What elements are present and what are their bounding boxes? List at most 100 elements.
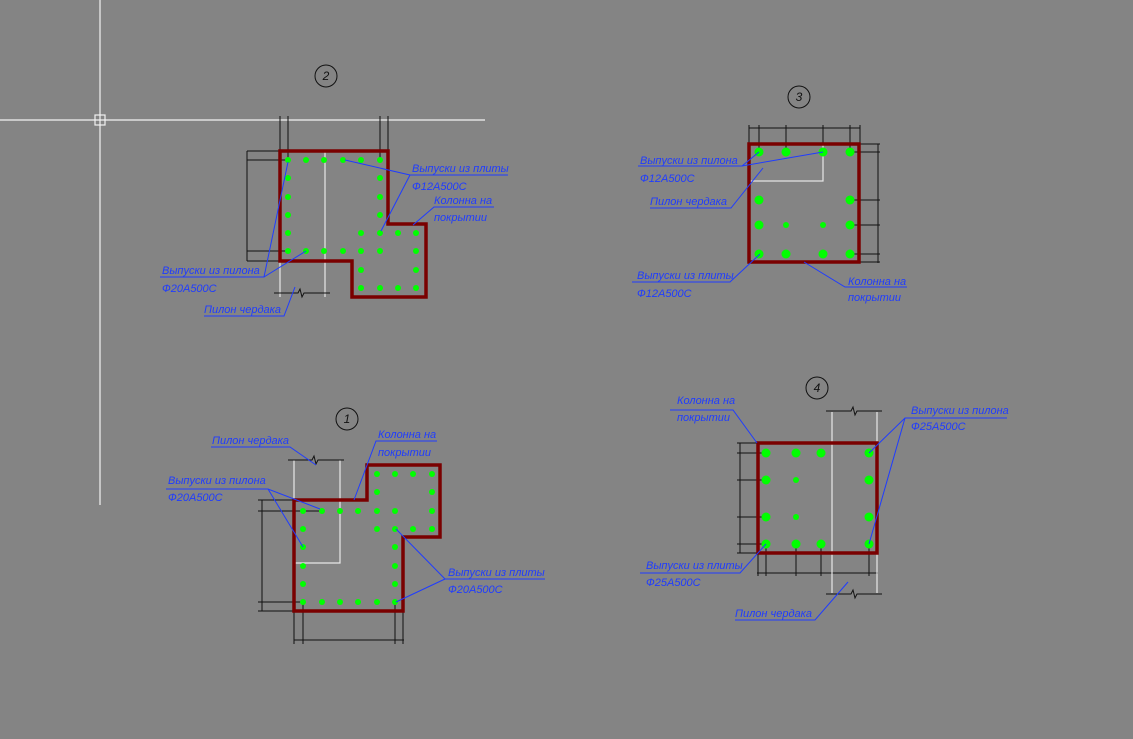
column-label-line2: покрытии: [378, 447, 431, 459]
rebar-dot: [392, 563, 398, 569]
rebar-dot: [395, 230, 401, 236]
rebar-dot: [337, 508, 343, 514]
rebar-dot: [864, 475, 874, 485]
rebar-dot: [355, 599, 361, 605]
dimension-lines: [748, 125, 880, 263]
crosshair-cursor: [0, 0, 485, 505]
rebar-dot: [413, 248, 419, 254]
rebar-dot: [761, 475, 771, 485]
detail-4[interactable]: 4 Колонна на покрытии Выпуски из пилона …: [640, 376, 1009, 621]
from-slab-label: Выпуски из плиты: [412, 163, 509, 175]
rebar-dot: [818, 249, 828, 259]
rebar-dot: [355, 508, 361, 514]
rebar-dot: [793, 477, 799, 483]
column-label-line1: Колонна на: [434, 195, 492, 207]
rebar-dot: [377, 285, 383, 291]
from-slab-bar-label: Ф12А500С: [412, 181, 467, 193]
detail-number-circle: [314, 64, 338, 88]
column-label-line2: покрытии: [434, 212, 487, 224]
rebar-dot: [300, 581, 306, 587]
rebar-dot: [340, 157, 346, 163]
rebar-dot: [392, 526, 398, 532]
column-label-line1: Колонна на: [378, 429, 436, 441]
rebar-dot: [285, 212, 291, 218]
column-label-line1: Колонна на: [677, 395, 735, 407]
rebar-dot: [429, 526, 435, 532]
rebar-dot: [321, 248, 327, 254]
rebar-dot: [285, 194, 291, 200]
rebar-dot: [358, 230, 364, 236]
rebar-dot: [321, 157, 327, 163]
rebar-dot: [300, 563, 306, 569]
rebar-group: [300, 471, 435, 605]
rebar-dot: [285, 175, 291, 181]
rebar-dot: [300, 526, 306, 532]
rebar-dot: [377, 248, 383, 254]
rebar-dot: [337, 599, 343, 605]
rebar-dot: [377, 230, 383, 236]
dimension-lines: [737, 442, 878, 576]
detail-1[interactable]: 1 Пилон чердака Колонна на покрытии Выпу…: [166, 407, 545, 644]
pilon-label: Пилон чердака: [735, 608, 812, 620]
rebar-dot: [783, 222, 789, 228]
detail-2[interactable]: 2 Выпуски из плиты Ф12А500С Колонна на п…: [160, 64, 509, 317]
rebar-dot: [374, 508, 380, 514]
rebar-dot: [374, 489, 380, 495]
rebar-dot: [374, 471, 380, 477]
rebar-dot: [303, 157, 309, 163]
rebar-dot: [319, 599, 325, 605]
rebar-dot: [761, 448, 771, 458]
rebar-dot: [358, 285, 364, 291]
rebar-dot: [300, 599, 306, 605]
from-pilon-label: Выпуски из пилона: [911, 405, 1009, 417]
detail-number-circle: [805, 376, 829, 400]
rebar-dot: [791, 448, 801, 458]
rebar-dot: [410, 526, 416, 532]
rebar-dot: [285, 248, 291, 254]
rebar-dot: [413, 285, 419, 291]
rebar-dot: [413, 230, 419, 236]
from-pilon-label: Выпуски из пилона: [640, 155, 738, 167]
rebar-dot: [285, 230, 291, 236]
rebar-dot: [781, 147, 791, 157]
rebar-dot: [374, 526, 380, 532]
from-pilon-label: Выпуски из пилона: [168, 475, 266, 487]
from-slab-label: Выпуски из плиты: [637, 270, 734, 282]
from-slab-label: Выпуски из плиты: [448, 567, 545, 579]
detail-number: 2: [322, 69, 330, 83]
from-pilon-bar-label: Ф20А500С: [162, 283, 217, 295]
detail-3[interactable]: 3 Выпуски из пилона Ф12А500С Пилон черда…: [632, 85, 907, 304]
rebar-dot: [374, 599, 380, 605]
attic-pilon-outline: [288, 454, 344, 564]
pilon-label: Пилон чердака: [212, 435, 289, 447]
roof-column-outline: [756, 441, 879, 555]
rebar-dot: [392, 471, 398, 477]
rebar-group: [761, 448, 874, 549]
rebar-dot: [377, 157, 383, 163]
from-pilon-bar-label: Ф12А500С: [640, 173, 695, 185]
rebar-dot: [392, 581, 398, 587]
rebar-dot: [285, 157, 291, 163]
rebar-dot: [429, 489, 435, 495]
from-slab-label: Выпуски из плиты: [646, 560, 743, 572]
rebar-group: [754, 147, 855, 259]
rebar-dot: [410, 471, 416, 477]
roof-column-outline: [278, 149, 428, 299]
rebar-dot: [816, 539, 826, 549]
rebar-dot: [300, 508, 306, 514]
column-label-line2: покрытии: [677, 412, 730, 424]
rebar-dot: [754, 249, 764, 259]
rebar-dot: [845, 147, 855, 157]
dimension-lines: [246, 116, 389, 262]
rebar-dot: [754, 220, 764, 230]
detail-number: 4: [814, 381, 821, 395]
rebar-dot: [358, 157, 364, 163]
rebar-dot: [392, 508, 398, 514]
rebar-dot: [377, 212, 383, 218]
detail-number-circle: [787, 85, 811, 109]
rebar-dot: [395, 285, 401, 291]
dimension-lines: [258, 499, 404, 644]
rebar-dot: [781, 249, 791, 259]
rebar-dot: [358, 248, 364, 254]
